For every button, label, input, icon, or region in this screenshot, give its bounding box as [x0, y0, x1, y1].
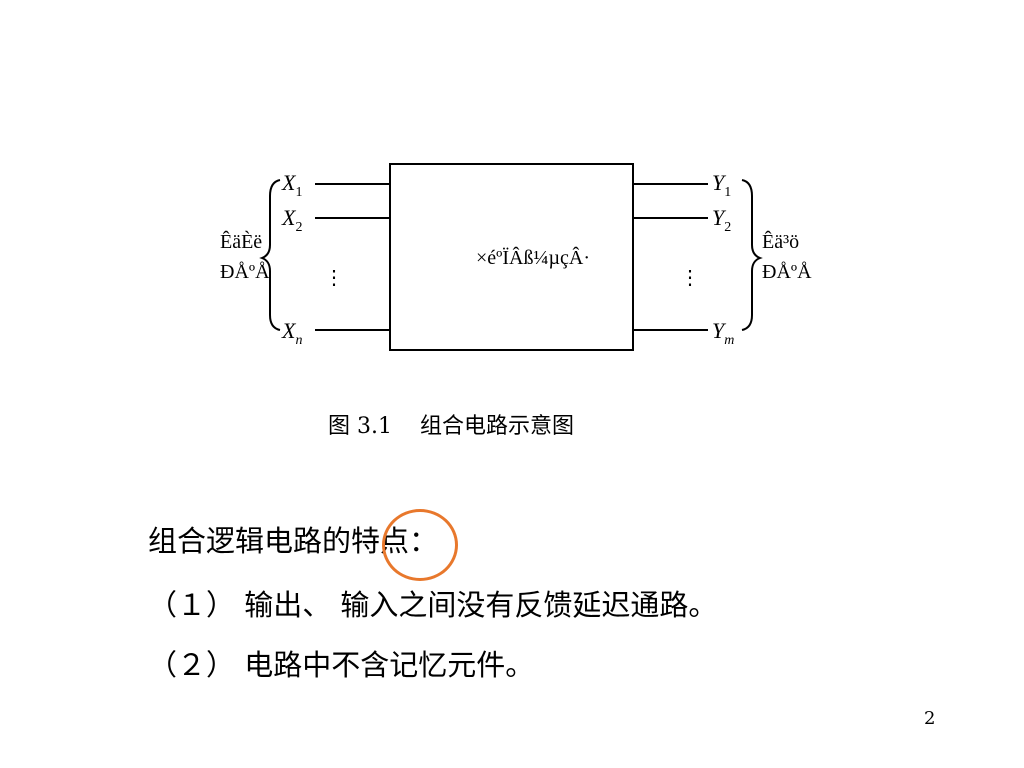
- figure-caption: 图 3.1 组合电路示意图: [328, 414, 574, 439]
- circuit-box: [389, 163, 634, 351]
- output-group-label-line2: ĐÅºÅ: [762, 261, 812, 283]
- input-group-label-line2: ĐÅºÅ: [220, 261, 270, 283]
- input-brace: [259, 179, 281, 331]
- output-ellipsis: ⋮: [680, 267, 700, 289]
- input-group-label-line1: ÊäÈë: [220, 230, 262, 253]
- input-label-x2: X2: [281, 205, 302, 235]
- point-1: （１） 输出、 输入之间没有反馈延迟通路。: [148, 588, 718, 622]
- output-label-ym: Ym: [712, 318, 734, 348]
- output-brace: [741, 179, 763, 331]
- input-label-x1: X1: [281, 170, 302, 200]
- output-label-y1: Y1: [712, 170, 731, 200]
- input-ellipsis: ⋮: [324, 267, 344, 289]
- point-2: （２） 电路中不含记忆元件。: [148, 648, 535, 682]
- output-group-label-line1: Êä³ö: [762, 230, 799, 253]
- circuit-box-label: ×éºÏÂß¼­µçÂ·: [476, 246, 590, 269]
- highlight-circle: [382, 509, 458, 581]
- input-label-xn: Xn: [281, 318, 302, 348]
- combinational-circuit-diagram: ×éºÏÂß¼­µçÂ· X1 X2 Xn Y1 Y2 Ym ⋮ ⋮ ÊäÈë …: [220, 163, 812, 351]
- output-label-y2: Y2: [712, 205, 731, 235]
- page-number: 2: [924, 708, 936, 729]
